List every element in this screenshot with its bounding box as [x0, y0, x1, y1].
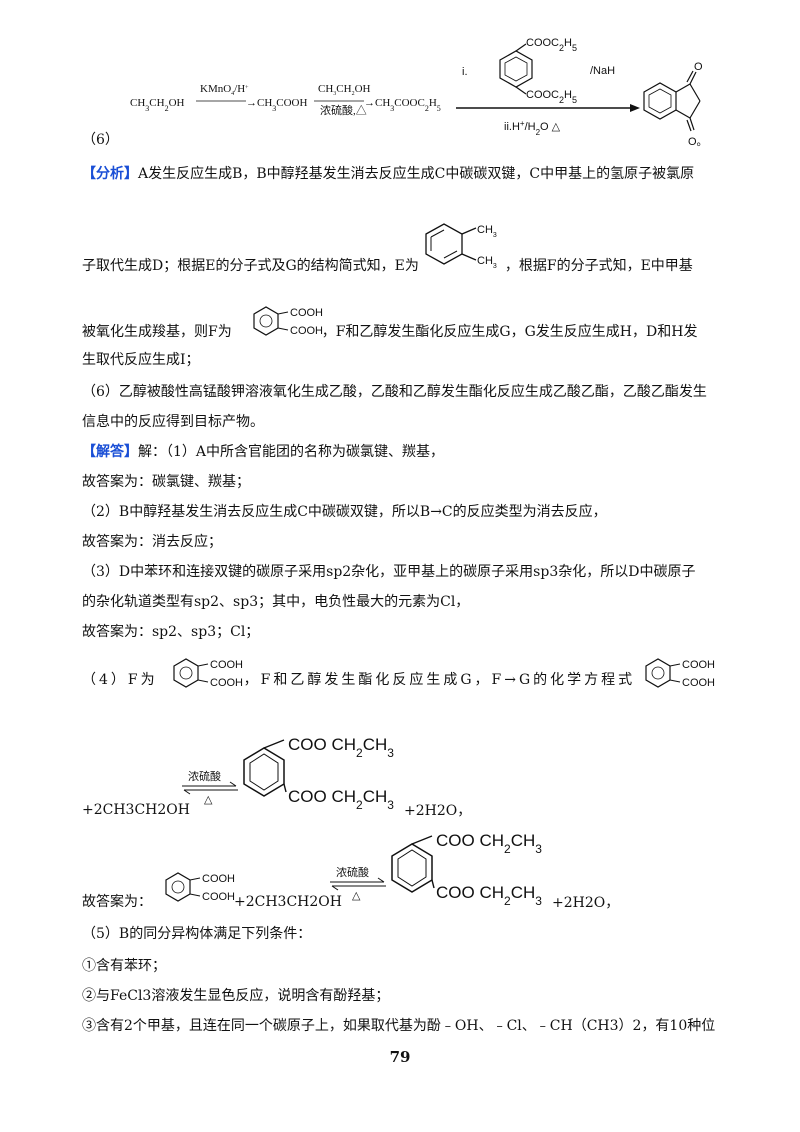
analysis-line-2: 子取代生成D；根据E的分子式及G的结构简式知，E为，根据F的分子式知，E中甲基 [82, 258, 693, 274]
svg-text:COO CH2CH3: COO CH2CH3 [436, 831, 542, 856]
analysis-line-5: （6）乙醇被酸性高锰酸钾溶液氧化生成乙酸，乙酸和乙醇发生酯化反应生成乙酸乙酯，乙… [82, 384, 707, 400]
route-reagent-i: i. [462, 66, 468, 78]
route-mid1: →CH3COOH [246, 97, 308, 113]
svg-text:浓硫酸: 浓硫酸 [188, 769, 221, 783]
svg-text:浓硫酸: 浓硫酸 [336, 865, 369, 879]
f-cooh-2: COOH [290, 325, 323, 337]
equation-2-g-structure: COO CH2CH3 COO CH2CH3 [384, 826, 554, 918]
compound-e-structure: CH3 CH3 [412, 216, 542, 276]
svg-text:△: △ [204, 794, 213, 806]
question-2: （2）B中醇羟基发生消去反应生成C中碳碳双键，所以B→C的反应类型为消去反应， [82, 504, 607, 520]
svg-text:COOH: COOH [210, 677, 243, 689]
question-5: （5）B的同分异构体满足下列条件： [82, 926, 312, 942]
analysis-line-4: 生取代反应生成I； [82, 352, 200, 368]
reagent-top-group: COOC2H5 [526, 37, 577, 53]
route-reagent-ii: ii.H+/H2O △ [504, 119, 561, 137]
equation-1-right: +2H2O， [404, 803, 472, 819]
equation-1-arrow: 浓硫酸 △ [180, 766, 240, 806]
g-top-ester: COO CH2CH3 [288, 735, 394, 760]
route-arrow1-label: KMnO4/H+ [200, 83, 249, 97]
question-4: （4）F为，F和乙醇发生酯化反应生成G，F→G的化学方程式 [82, 672, 636, 688]
question-3-line-2: 的杂化轨道类型有sp2、sp3；其中，电负性最大的元素为Cl， [82, 594, 470, 610]
answer-1: 故答案为：碳氯键、羰基； [82, 474, 250, 490]
svg-text:△: △ [352, 890, 361, 902]
route-arrow2-bottom: 浓硫酸,△ [320, 103, 367, 117]
answer-3: 故答案为：sp2、sp3；Cl； [82, 624, 260, 640]
route-mid2: →CH3COOC2H5 [364, 97, 441, 113]
svg-text:COO CH2CH3: COO CH2CH3 [436, 883, 542, 908]
e-methyl-1: CH3 [477, 224, 497, 239]
route-arrow2-top: CH3CH2OH [318, 83, 371, 97]
f-cooh-1: COOH [290, 307, 323, 319]
equation-1-left: +2CH3CH2OH [82, 802, 190, 818]
analysis-line-1: 【分析】A发生反应生成B，B中醇羟基发生消去反应生成C中碳碳双键，C中甲基上的氢… [82, 166, 695, 182]
answer-4-right: +2H2O， [552, 895, 620, 911]
question-3-line-1: （3）D中苯环和连接双键的碳原子采用sp2杂化，亚甲基上的碳原子采用sp3杂化，… [82, 564, 696, 580]
analysis-line-3: 被氧化生成羧基，则F为，F和乙醇发生酯化反应生成G，G发生反应生成H，D和H发 [82, 324, 698, 340]
answer-4: 故答案为：+2CH3CH2OH [82, 894, 342, 910]
analysis-line-6: 信息中的反应得到目标产物。 [82, 414, 264, 430]
svg-text:COOH: COOH [202, 891, 235, 903]
svg-text:COOH: COOH [682, 659, 715, 671]
answer-tag: 【解答】 [82, 444, 138, 460]
e-methyl-2: CH3 [477, 255, 497, 270]
svg-text:COOH: COOH [210, 659, 243, 671]
route-label: （6） [82, 132, 119, 148]
g-bottom-ester: COO CH2CH3 [288, 787, 394, 812]
product-oxygen-bottom: O。 [688, 136, 708, 148]
svg-text:COOH: COOH [682, 677, 715, 689]
indandione-product-structure [643, 70, 701, 132]
equation-2-arrow: 浓硫酸 △ [328, 862, 388, 902]
condition-2: ②与FeCl3溶液发生显色反应，说明含有酚羟基； [82, 988, 390, 1004]
condition-3: ③含有2个甲基，且连在同一个碳原子上，如果取代基为酚﹣OH、﹣Cl、﹣CH（CH… [82, 1018, 716, 1034]
equation-1-g-structure: COO CH2CH3 COO CH2CH3 [236, 730, 406, 822]
analysis-tag: 【分析】 [82, 166, 138, 182]
synthesis-route-scheme: CH3CH2OH KMnO4/H+ →CH3COOH CH3CH2OH 浓硫酸,… [120, 30, 720, 160]
route-start: CH3CH2OH [130, 97, 185, 113]
answer-2: 故答案为：消去反应； [82, 534, 222, 550]
compound-f-structure: COOH COOH [248, 302, 348, 342]
product-oxygen-top: O [694, 61, 703, 73]
question-4-f-structure: COOH COOH [168, 654, 268, 694]
diester-reagent-structure [499, 43, 533, 95]
page-number: 79 [389, 1048, 411, 1066]
answer-4-f-structure: COOH COOH [160, 868, 260, 908]
equation-f-structure: COOH COOH [640, 654, 740, 694]
reagent-base: /NaH [590, 65, 615, 77]
reagent-bottom-group: COOC2H5 [526, 89, 577, 105]
answer-intro: 【解答】解：（1）A中所含官能团的名称为碳氯键、羰基， [82, 444, 445, 460]
svg-text:COOH: COOH [202, 873, 235, 885]
condition-1: ①含有苯环； [82, 958, 166, 974]
